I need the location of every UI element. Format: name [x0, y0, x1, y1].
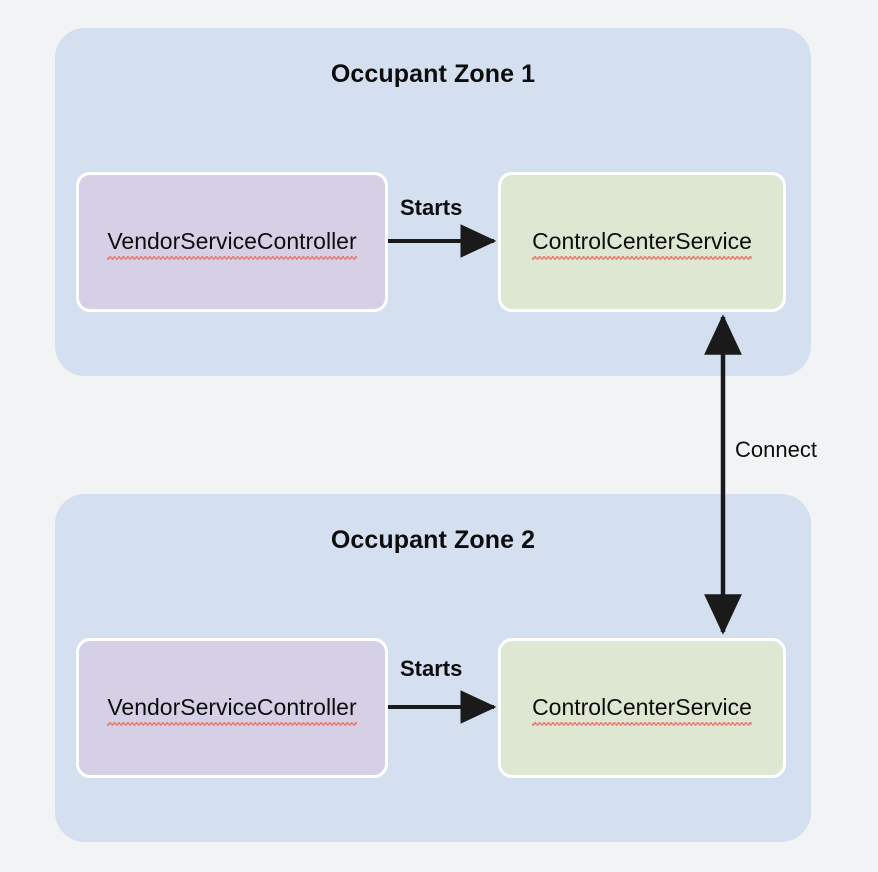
node-label-control-center-service-zone-1: ControlCenterService — [532, 227, 752, 260]
node-label-vendor-service-controller-zone-1: VendorServiceController — [107, 227, 357, 260]
edge-label-starts-zone-2: Starts — [400, 656, 463, 681]
node-vendor-service-controller-zone-2[interactable]: VendorServiceController — [76, 638, 388, 778]
zone-title-occupant-zone-1: Occupant Zone 1 — [330, 60, 536, 88]
zone-title-occupant-zone-2: Occupant Zone 2 — [330, 526, 536, 554]
node-label-control-center-service-zone-2: ControlCenterService — [532, 693, 752, 726]
edge-label-starts-zone-1: Starts — [400, 195, 463, 220]
node-vendor-service-controller-zone-1[interactable]: VendorServiceController — [76, 172, 388, 312]
node-label-vendor-service-controller-zone-2: VendorServiceController — [107, 693, 357, 726]
edge-label-connect: Connect — [735, 437, 817, 462]
node-control-center-service-zone-2[interactable]: ControlCenterService — [498, 638, 786, 778]
node-control-center-service-zone-1[interactable]: ControlCenterService — [498, 172, 786, 312]
